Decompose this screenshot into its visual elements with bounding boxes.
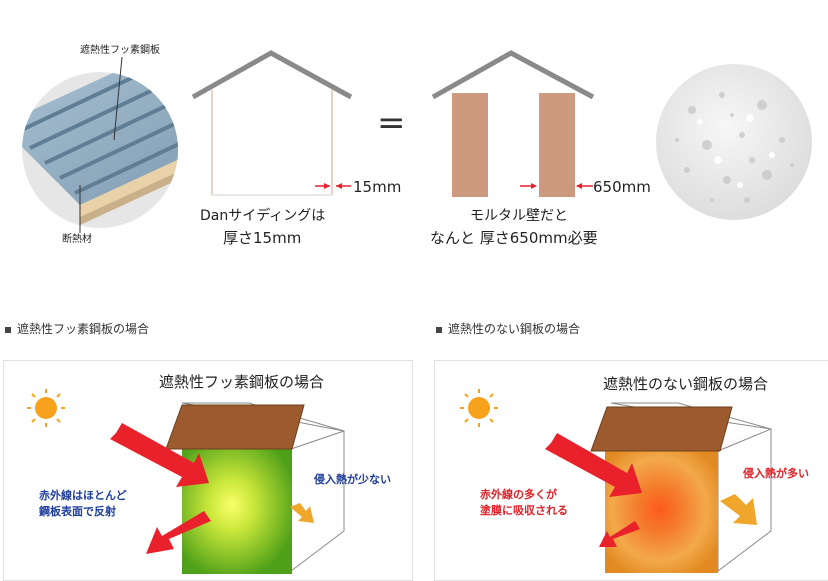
- heat-arrow-icon: [720, 494, 757, 525]
- mortar-measure: 650mm: [593, 178, 651, 196]
- infrared-arrow-icon: [110, 423, 209, 487]
- left-reflect-line1: 赤外線はほとんど: [39, 488, 127, 502]
- steel-panel-illustration: 遮熱性フッ素鋼板 断熱材: [22, 43, 178, 245]
- right-absorb-line1: 赤外線の多くが: [480, 487, 557, 501]
- sun-icon: [27, 389, 65, 427]
- heat-arrow-icon: [290, 503, 314, 523]
- sun-icon: [460, 389, 498, 427]
- mortar-house-diagram: 650mm モルタル壁だと なんと 厚さ650mm必要: [430, 50, 651, 247]
- left-reflect-line2: 鋼板表面で反射: [38, 504, 116, 518]
- dan-caption-line1: Danサイディングは: [200, 207, 325, 224]
- section-heading-left: 遮熱性フッ素鋼板の場合: [5, 320, 149, 337]
- left-panel-title: 遮熱性フッ素鋼板の場合: [159, 373, 324, 391]
- infrared-arrow-icon: [146, 511, 211, 554]
- right-panel-title: 遮熱性のない鋼板の場合: [603, 375, 768, 393]
- infrared-arrow-icon: [599, 521, 640, 547]
- right-panel: 遮熱性のない鋼板の場合 赤外線の多くが 塗膜に吸収される 侵入熱が多い: [434, 360, 828, 581]
- bullet-square-icon: [5, 326, 11, 333]
- steel-label: 遮熱性フッ素鋼板: [80, 43, 160, 56]
- section-heading-left-text: 遮熱性フッ素鋼板の場合: [17, 322, 150, 336]
- right-heat-text: 侵入熱が多い: [742, 466, 809, 480]
- insulation-label: 断熱材: [62, 232, 92, 245]
- bullet-square-icon: [436, 326, 442, 333]
- infrared-arrow-icon: [545, 433, 642, 497]
- mortar-caption-line1: モルタル壁だと: [470, 208, 568, 224]
- mortar-wall-left: [452, 93, 488, 197]
- mortar-texture-illustration: [656, 64, 812, 220]
- left-panel: 遮熱性フッ素鋼板の場合 赤外線はほとんど 鋼板表面で反射: [3, 360, 413, 581]
- left-panel-diagram: 遮熱性フッ素鋼板の場合 赤外線はほとんど 鋼板表面で反射: [27, 373, 391, 574]
- right-panel-diagram: 遮熱性のない鋼板の場合 赤外線の多くが 塗膜に吸収される 侵入熱が多い: [460, 375, 809, 573]
- section-heading-right: 遮熱性のない鋼板の場合: [436, 320, 580, 337]
- dan-house-diagram: 15mm Danサイディングは 厚さ15mm: [191, 50, 401, 247]
- roof: [165, 404, 305, 450]
- mortar-wall-right: [539, 93, 575, 197]
- roof: [590, 406, 733, 452]
- mortar-caption-line2: なんと 厚さ650mm必要: [430, 229, 598, 247]
- dan-measure: 15mm: [353, 178, 401, 196]
- right-absorb-line2: 塗膜に吸収される: [480, 503, 568, 517]
- left-heat-text: 侵入熱が少ない: [313, 472, 391, 486]
- dan-caption-line2: 厚さ15mm: [223, 229, 301, 247]
- equals-sign: =: [377, 103, 406, 143]
- section-heading-right-text: 遮熱性のない鋼板の場合: [448, 322, 581, 336]
- orange-wall: [605, 451, 718, 573]
